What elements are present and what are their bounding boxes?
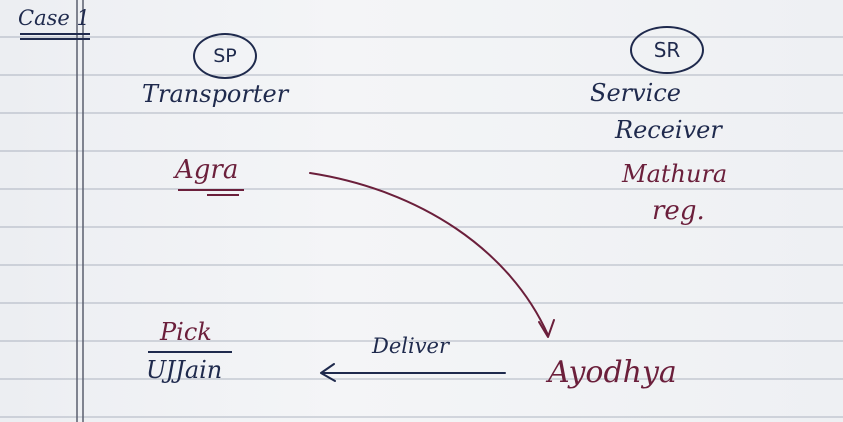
receiver-role-line1: Service [590, 79, 681, 107]
sp-badge-text: SP [213, 45, 237, 67]
receiver-role-line2: Receiver [615, 116, 722, 144]
receiver-location: Mathura [622, 160, 728, 188]
case-underline [20, 33, 90, 35]
margin-line [82, 0, 84, 422]
location-underline [178, 189, 244, 191]
sr-badge-text: SR [653, 38, 681, 62]
location-underline [207, 194, 239, 196]
pickup-label: Pick [160, 318, 212, 346]
provider-role: Transporter [142, 80, 289, 108]
pickup-location: UJJain [146, 356, 223, 384]
provider-location: Agra [175, 155, 239, 185]
delivery-location: Ayodhya [548, 355, 677, 390]
case-label: Case 1 [18, 6, 90, 30]
case-underline [20, 38, 90, 40]
receiver-status: reg. [652, 196, 705, 226]
margin-line [76, 0, 78, 422]
deliver-label: Deliver [372, 334, 450, 358]
agra-to-ayodhya-arrow [309, 172, 549, 336]
sr-badge: SR [630, 26, 704, 74]
deliver-arrowhead [320, 363, 336, 382]
sp-badge: SP [193, 33, 257, 79]
agra-to-ayodhya-arrowhead [538, 319, 555, 338]
pickup-underline [148, 351, 232, 353]
